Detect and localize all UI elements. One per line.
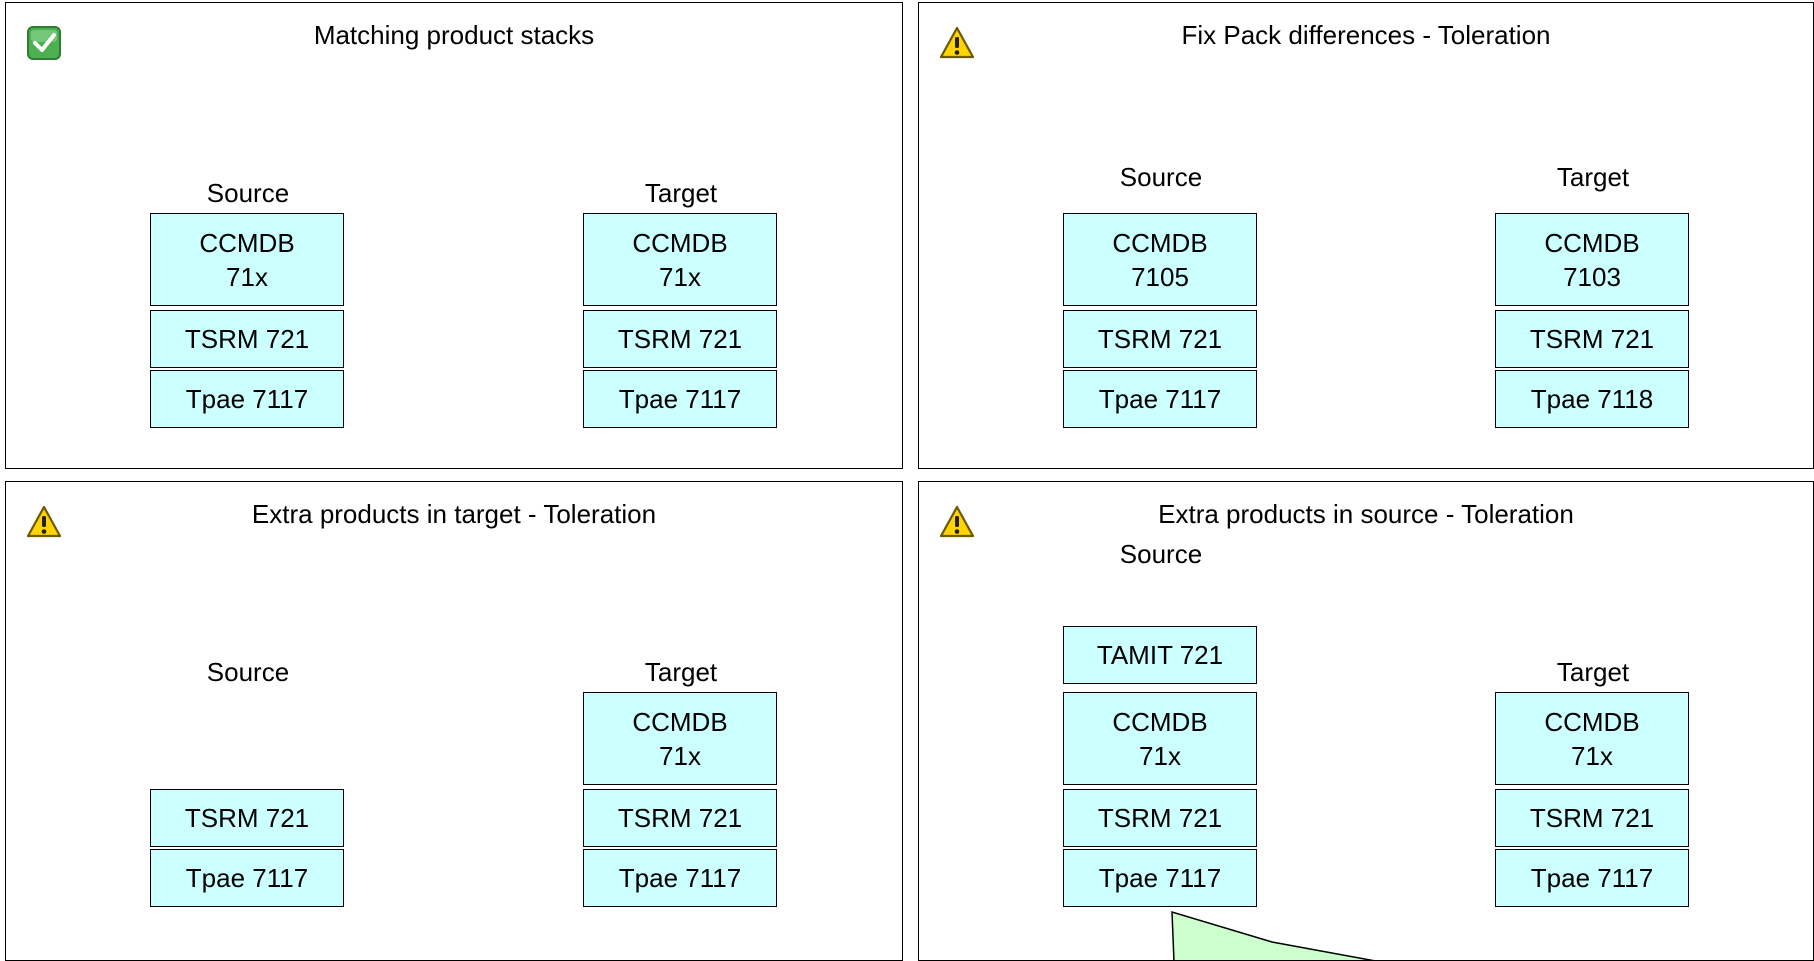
product-box: TSRM 721 (1063, 789, 1257, 847)
product-box: TSRM 721 (1495, 789, 1689, 847)
target-label: Target (1556, 162, 1630, 192)
source-label: Source (1119, 162, 1203, 192)
product-box: Tpae 7117 (583, 370, 777, 428)
warning-icon (939, 25, 975, 61)
panel-title: Fix Pack differences - Toleration (1181, 20, 1551, 50)
product-box: TSRM 721 (583, 310, 777, 368)
target-label: Target (644, 657, 718, 687)
product-box: Tpae 7117 (1495, 849, 1689, 907)
panel-title: Extra products in source - Toleration (1158, 499, 1574, 529)
product-box: Tpae 7117 (1063, 849, 1257, 907)
panel-title: Matching product stacks (313, 20, 595, 50)
product-box: TAMIT 721 (1063, 626, 1257, 684)
product-box: TSRM 721 (583, 789, 777, 847)
product-box: Tpae 7117 (150, 370, 344, 428)
panel-fixpack-differences: Fix Pack differences - Toleration Source… (918, 2, 1814, 469)
check-icon (26, 25, 62, 61)
target-label: Target (1556, 657, 1630, 687)
source-column: Source TSRM 721 Tpae 7117 (150, 652, 346, 912)
product-box: Tpae 7117 (583, 849, 777, 907)
panel-extra-in-target: Extra products in target - Toleration So… (5, 481, 903, 961)
product-box: TSRM 721 (150, 789, 344, 847)
product-box: TSRM 721 (1495, 310, 1689, 368)
panel-extra-in-source: Extra products in source - Toleration So… (918, 481, 1814, 961)
source-label: Source (206, 178, 290, 208)
product-box: Tpae 7117 (150, 849, 344, 907)
product-box: TSRM 721 (150, 310, 344, 368)
source-label: Source (206, 657, 290, 687)
product-box: Tpae 7118 (1495, 370, 1689, 428)
target-label: Target (644, 178, 718, 208)
warning-icon (26, 504, 62, 540)
product-box: Tpae 7117 (1063, 370, 1257, 428)
panel-title: Extra products in target - Toleration (251, 499, 657, 529)
source-label: Source (1119, 539, 1203, 569)
warning-icon (939, 504, 975, 540)
product-box: TSRM 721 (1063, 310, 1257, 368)
